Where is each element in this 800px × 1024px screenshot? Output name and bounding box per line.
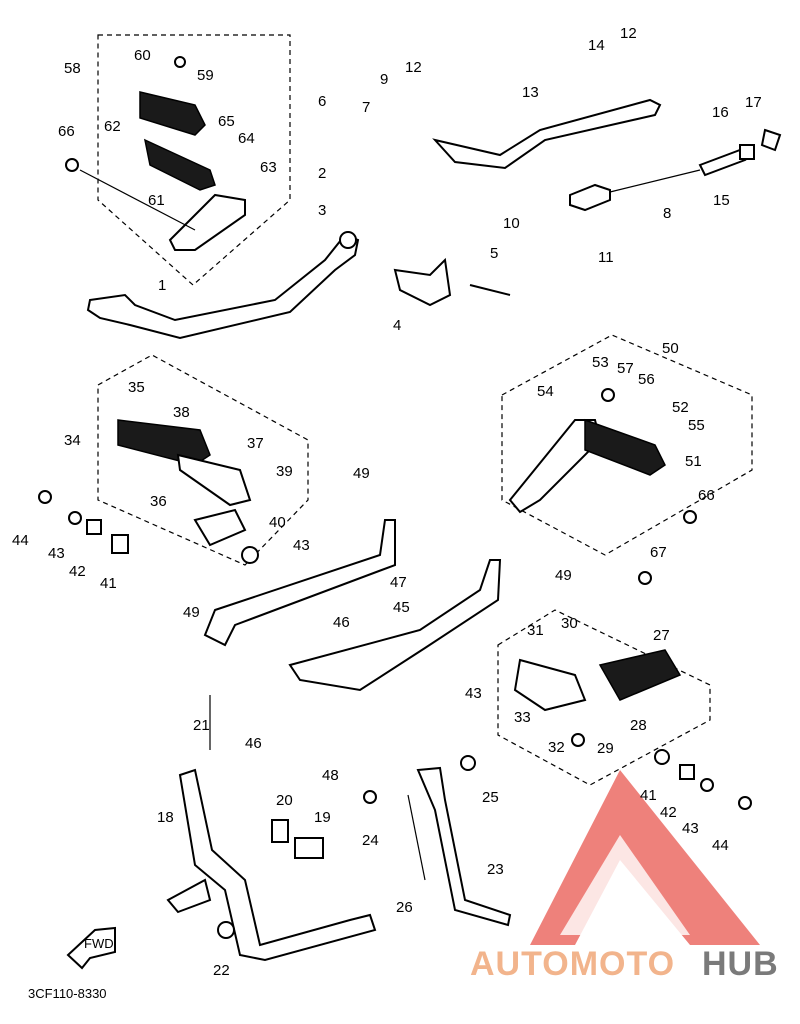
callout-label: 2 bbox=[318, 165, 326, 182]
callout-label: 33 bbox=[514, 709, 531, 726]
callout-label: 58 bbox=[64, 60, 81, 77]
callout-label: 45 bbox=[393, 599, 410, 616]
callout-label: 13 bbox=[522, 84, 539, 101]
callout-label: 51 bbox=[685, 453, 702, 470]
footrest-50-parts bbox=[508, 388, 697, 585]
callout-label: 57 bbox=[617, 360, 634, 377]
side-stand-part bbox=[363, 755, 512, 927]
watermark-logo: AUTOMOTO HUB bbox=[470, 770, 779, 983]
callout-label: 59 bbox=[197, 67, 214, 84]
callout-label: 7 bbox=[362, 99, 370, 116]
callout-label: 50 bbox=[662, 340, 679, 357]
callout-label: 63 bbox=[260, 159, 277, 176]
watermark-text-1: AUTOMOTO bbox=[470, 945, 675, 983]
callout-label: 1 bbox=[158, 277, 166, 294]
callout-label: 25 bbox=[482, 789, 499, 806]
callout-label: 64 bbox=[238, 130, 255, 147]
callout-label: 22 bbox=[213, 962, 230, 979]
brake-pedal-part bbox=[86, 231, 360, 340]
callout-label: 43 bbox=[682, 820, 699, 837]
callout-label: 66 bbox=[698, 487, 715, 504]
callout-label: 65 bbox=[218, 113, 235, 130]
fwd-arrow-icon: FWD bbox=[66, 926, 116, 970]
callout-label: 55 bbox=[688, 417, 705, 434]
footrest-stay-parts bbox=[203, 519, 502, 692]
callout-label: 16 bbox=[712, 104, 729, 121]
callout-label: 24 bbox=[362, 832, 379, 849]
callout-label: 27 bbox=[653, 627, 670, 644]
callout-label: 41 bbox=[100, 575, 117, 592]
callout-label: 42 bbox=[660, 804, 677, 821]
callout-label: 67 bbox=[650, 544, 667, 561]
group-box-58 bbox=[97, 34, 291, 286]
callout-label: 17 bbox=[745, 94, 762, 111]
callout-label: 4 bbox=[393, 317, 401, 334]
callout-label: 5 bbox=[490, 245, 498, 262]
callout-label: 18 bbox=[157, 809, 174, 826]
group-box-27 bbox=[497, 609, 711, 786]
callout-label: 23 bbox=[487, 861, 504, 878]
callout-label: 19 bbox=[314, 809, 331, 826]
callout-label: 53 bbox=[592, 354, 609, 371]
diagram-code: 3CF110-8330 bbox=[28, 986, 107, 1001]
callout-label: 61 bbox=[148, 192, 165, 209]
callout-label: 30 bbox=[561, 615, 578, 632]
callout-label: 54 bbox=[537, 383, 554, 400]
callout-label: 32 bbox=[548, 739, 565, 756]
footrest-27-parts bbox=[513, 649, 752, 810]
footrest-58-parts bbox=[65, 56, 246, 251]
callout-label: 21 bbox=[193, 717, 210, 734]
callout-label: 43 bbox=[465, 685, 482, 702]
callout-label: 9 bbox=[380, 71, 388, 88]
callout-label: 44 bbox=[712, 837, 729, 854]
group-box-34 bbox=[97, 354, 309, 566]
callout-labels: 1 2 3 4 5 6 7 8 9 10 11 12 12 13 14 15 1… bbox=[12, 25, 762, 979]
callout-label: 52 bbox=[672, 399, 689, 416]
footrest-34-parts bbox=[38, 419, 259, 564]
callout-label: 39 bbox=[276, 463, 293, 480]
callout-label: 49 bbox=[555, 567, 572, 584]
callout-label: 36 bbox=[150, 493, 167, 510]
callout-label: 38 bbox=[173, 404, 190, 421]
callout-label: 41 bbox=[640, 787, 657, 804]
callout-label: 35 bbox=[128, 379, 145, 396]
fwd-label: FWD bbox=[84, 936, 114, 951]
callout-label: 46 bbox=[333, 614, 350, 631]
callout-label: 12 bbox=[620, 25, 637, 42]
callout-label: 31 bbox=[527, 622, 544, 639]
center-stand-part bbox=[166, 695, 377, 962]
callout-label: 40 bbox=[269, 514, 286, 531]
callout-label: 12 bbox=[405, 59, 422, 76]
group-box-50 bbox=[501, 334, 753, 556]
callout-label: 44 bbox=[12, 532, 29, 549]
callout-label: 49 bbox=[183, 604, 200, 621]
callout-label: 46 bbox=[245, 735, 262, 752]
callout-label: 8 bbox=[663, 205, 671, 222]
brake-rod-parts bbox=[393, 98, 782, 307]
callout-label: 66 bbox=[58, 123, 75, 140]
callout-label: 20 bbox=[276, 792, 293, 809]
callout-label: 15 bbox=[713, 192, 730, 209]
callout-label: 29 bbox=[597, 740, 614, 757]
callout-label: 3 bbox=[318, 202, 326, 219]
callout-label: 43 bbox=[293, 537, 310, 554]
callout-label: 11 bbox=[598, 249, 614, 266]
callout-label: 42 bbox=[69, 563, 86, 580]
callout-label: 48 bbox=[322, 767, 339, 784]
callout-label: 43 bbox=[48, 545, 65, 562]
callout-label: 6 bbox=[318, 93, 326, 110]
watermark-text-2: HUB bbox=[702, 945, 779, 983]
callout-label: 10 bbox=[503, 215, 520, 232]
callout-label: 56 bbox=[638, 371, 655, 388]
callout-label: 60 bbox=[134, 47, 151, 64]
callout-label: 28 bbox=[630, 717, 647, 734]
callout-label: 62 bbox=[104, 118, 121, 135]
callout-label: 26 bbox=[396, 899, 413, 916]
callout-label: 34 bbox=[64, 432, 81, 449]
callout-label: 47 bbox=[390, 574, 407, 591]
callout-label: 37 bbox=[247, 435, 264, 452]
callout-label: 14 bbox=[588, 37, 605, 54]
callout-label: 49 bbox=[353, 465, 370, 482]
